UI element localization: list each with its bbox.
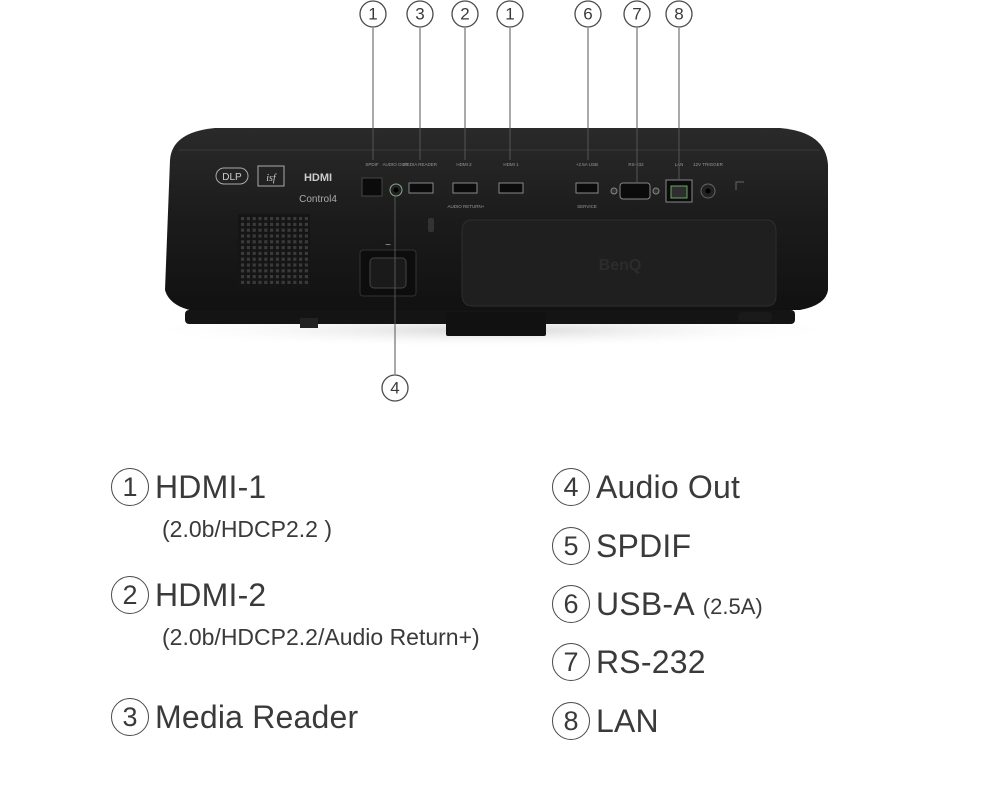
svg-text:6: 6 xyxy=(583,5,592,24)
legend-extra: (2.5A) xyxy=(702,594,763,619)
legend-label: Audio Out xyxy=(596,468,741,505)
usb-port xyxy=(575,182,599,194)
svg-text:~: ~ xyxy=(385,240,391,251)
legend-item-lan: 8 LAN xyxy=(552,702,659,740)
legend-sublabel: (2.0b/HDCP2.2 ) xyxy=(162,516,333,542)
brand-logo: BenQ xyxy=(599,257,642,274)
legend-item-hdmi2: 2 HDMI-2 xyxy=(111,576,266,614)
callout-7: 7 xyxy=(623,0,651,28)
callout-6: 6 xyxy=(574,0,602,28)
svg-text:2: 2 xyxy=(460,5,469,24)
svg-text:HDMI 1: HDMI 1 xyxy=(503,162,519,167)
callout-1-b: 1 xyxy=(496,0,524,28)
legend-label: RS-232 xyxy=(596,643,706,680)
svg-text:8: 8 xyxy=(674,5,683,24)
speaker-grille xyxy=(238,214,310,288)
legend-item-usb-a: 6 USB-A (2.5A) xyxy=(552,585,763,623)
legend-label: LAN xyxy=(596,702,659,739)
isf-logo: isf xyxy=(266,173,277,184)
svg-text:4: 4 xyxy=(390,379,399,398)
legend-item-audio-out: 4 Audio Out xyxy=(552,468,740,506)
svg-text:12V TRIGGER: 12V TRIGGER xyxy=(693,162,723,167)
legend-item-hdmi1: 1 HDMI-1 xyxy=(111,468,266,506)
legend-number: 6 xyxy=(552,585,590,623)
projector-rear-diagram: DLP isf HDMI Control4 ~ SPDIF AUDIO OUT … xyxy=(130,0,850,402)
hdmi-logo: HDMI xyxy=(304,172,332,184)
legend-number: 8 xyxy=(552,702,590,740)
legend-label: Media Reader xyxy=(155,698,359,735)
legend-label: USB-A xyxy=(596,585,695,622)
rs232-port xyxy=(619,182,651,200)
svg-text:1: 1 xyxy=(505,5,514,24)
legend-number: 2 xyxy=(111,576,149,614)
port-panel: SPDIF AUDIO OUT MEDIA READER HDMI 2 HDMI… xyxy=(361,162,744,232)
legend-number: 7 xyxy=(552,643,590,681)
callout-1-a: 1 xyxy=(359,0,387,28)
svg-text:7: 7 xyxy=(632,5,641,24)
legend-item-media-reader: 3 Media Reader xyxy=(111,698,358,736)
spdif-port xyxy=(361,177,383,197)
dlp-logo: DLP xyxy=(222,172,242,183)
svg-text:AUDIO OUT: AUDIO OUT xyxy=(382,162,407,167)
legend-sublabel: (2.0b/HDCP2.2/Audio Return+) xyxy=(162,624,480,650)
svg-text:SERVICE: SERVICE xyxy=(577,204,597,209)
callout-3: 3 xyxy=(406,0,434,28)
svg-text:1: 1 xyxy=(368,5,377,24)
svg-text:+2.5A USB: +2.5A USB xyxy=(576,162,598,167)
hdmi1-port xyxy=(498,182,524,194)
legend-number: 4 xyxy=(552,468,590,506)
legend-number: 1 xyxy=(111,468,149,506)
lock-slot xyxy=(428,218,434,232)
rear-cover: BenQ xyxy=(461,219,777,307)
svg-text:MEDIA READER: MEDIA READER xyxy=(403,162,438,167)
legend-item-spdif: 5 SPDIF xyxy=(552,527,691,565)
callout-2: 2 xyxy=(451,0,479,28)
legend-number: 5 xyxy=(552,527,590,565)
power-socket: ~ xyxy=(359,240,417,297)
media-reader-port xyxy=(408,182,434,194)
callout-8: 8 xyxy=(665,0,693,28)
svg-text:3: 3 xyxy=(415,5,424,24)
legend-label: SPDIF xyxy=(596,527,692,564)
logo-area: DLP isf HDMI Control4 xyxy=(215,165,337,205)
callout-4: 4 xyxy=(381,374,409,402)
svg-text:HDMI 2: HDMI 2 xyxy=(456,162,472,167)
svg-text:SPDIF: SPDIF xyxy=(365,162,379,167)
legend-number: 3 xyxy=(111,698,149,736)
svg-text:AUDIO RETURN+: AUDIO RETURN+ xyxy=(448,204,485,209)
legend-item-rs232: 7 RS-232 xyxy=(552,643,706,681)
svg-text:RS-232: RS-232 xyxy=(628,162,644,167)
leader-lines xyxy=(372,28,680,374)
legend-label: HDMI-2 xyxy=(155,576,267,613)
hdmi2-port xyxy=(452,182,478,194)
legend-label: HDMI-1 xyxy=(155,468,267,505)
control4-logo: Control4 xyxy=(299,194,337,205)
